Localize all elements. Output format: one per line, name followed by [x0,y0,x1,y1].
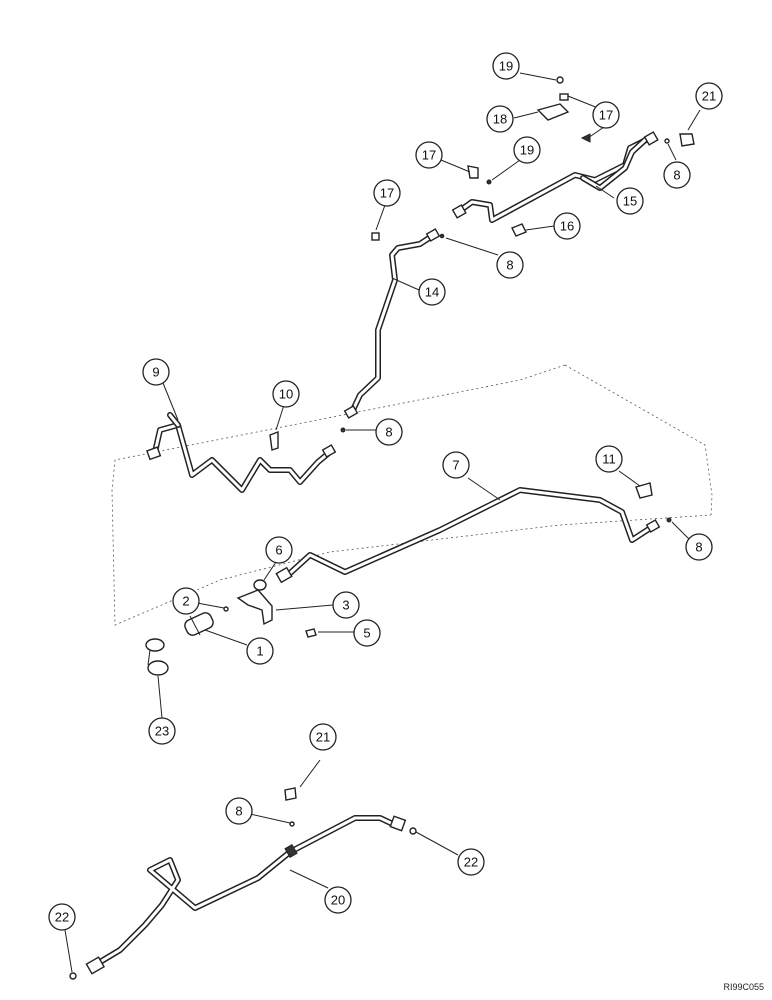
callout-label: 10 [279,387,293,402]
callout-19: 19 [492,52,520,80]
assembly-boundary [111,364,713,626]
tube-14 [343,228,441,419]
callout-label: 22 [55,910,69,925]
callout-label: 17 [380,186,394,201]
callout-9: 9 [142,358,170,386]
callout-17: 17 [592,101,620,129]
callout-7: 7 [442,451,470,479]
callout-17: 17 [373,179,401,207]
callout-8: 8 [225,797,253,825]
clip-10 [269,430,279,451]
callout-label: 7 [452,458,459,473]
figure-reference-code: RI99C055 [723,982,764,992]
callout-label: 17 [422,148,436,163]
plate-18 [536,103,570,121]
callout-22: 22 [48,903,76,931]
callout-label: 15 [623,194,637,209]
tube-9 [146,412,337,493]
callout-label: 3 [342,598,349,613]
callout-label: 16 [560,219,574,234]
callout-label: 1 [256,644,263,659]
callout-15: 15 [616,187,644,215]
small-parts [69,76,695,980]
tube-7 [275,487,661,584]
callout-label: 11 [602,452,616,467]
callout-label: 17 [599,108,613,123]
leader-lines [64,72,701,973]
callout-8: 8 [496,251,524,279]
callout-17: 17 [415,141,443,169]
nut-6 [253,579,267,591]
callout-2: 2 [172,587,200,615]
callout-label: 20 [331,893,345,908]
callout-label: 22 [464,855,478,870]
callout-11: 11 [595,445,623,473]
clamp-3 [236,589,273,626]
callout-22: 22 [457,848,485,876]
callout-label: 8 [235,804,242,819]
callout-21: 21 [309,723,337,751]
callout-label: 21 [702,89,716,104]
callout-19: 19 [513,136,541,164]
callout-23: 23 [148,717,176,745]
callout-label: 8 [695,540,702,555]
callout-label: 19 [520,143,534,158]
callout-10: 10 [272,380,300,408]
callout-label: 21 [316,730,330,745]
callout-label: 5 [363,626,370,641]
callout-1: 1 [246,637,274,665]
callout-label: 14 [425,285,439,300]
callout-8: 8 [685,533,713,561]
clip-11 [635,482,653,499]
callout-label: 8 [385,425,392,440]
callout-label: 6 [275,543,282,558]
callout-8: 8 [663,161,691,189]
callout-label: 19 [499,59,513,74]
tube-20 [85,815,407,975]
callout-5: 5 [353,619,381,647]
callout-label: 8 [673,168,680,183]
fitting-1 [184,612,214,636]
callout-label: 9 [152,365,159,380]
callout-16: 16 [553,212,581,240]
callout-label: 23 [155,724,169,739]
callout-label: 2 [182,594,189,609]
cap-23 [145,638,169,676]
tube-15 [451,131,659,223]
callout-6: 6 [265,536,293,564]
callout-8: 8 [375,418,403,446]
callout-label: 18 [493,112,507,127]
callout-21: 21 [695,82,723,110]
callout-14: 14 [418,278,446,306]
callout-18: 18 [486,105,514,133]
callout-3: 3 [332,591,360,619]
callout-label: 8 [506,258,513,273]
callout-20: 20 [324,886,352,914]
